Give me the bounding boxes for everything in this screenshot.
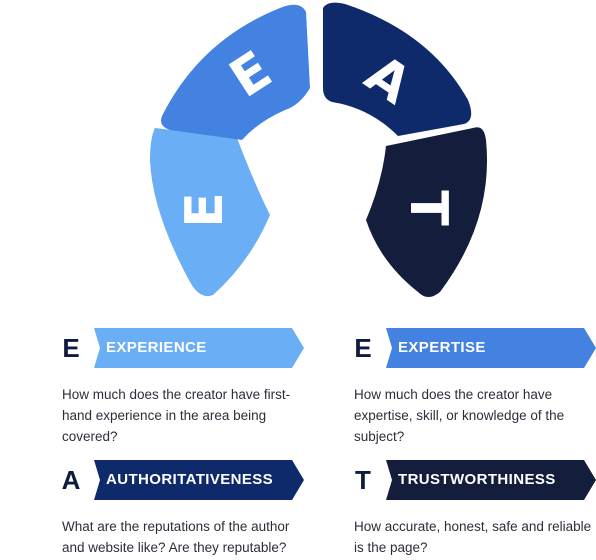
ribbon-expertise <box>378 328 596 368</box>
ribbon-authoritativeness <box>86 460 304 500</box>
description-expertise: How much does the creator have expertise… <box>354 387 565 444</box>
eeat-wheel-diagram: E E A T <box>150 2 488 297</box>
description-authoritativeness: What are the reputations of the author a… <box>62 519 290 555</box>
card-expertise: E EXPERTISE How much does the creator ha… <box>334 328 596 444</box>
card-authoritativeness: A AUTHORITATIVENESS What are the reputat… <box>42 460 322 555</box>
badge-letter-authoritativeness: A <box>61 465 81 495</box>
segment-letter-experience: E <box>175 192 235 228</box>
badge-letter-trustworthiness: T <box>355 465 371 495</box>
wheel-segment-trustworthiness: T <box>366 127 488 297</box>
title-trustworthiness: TRUSTWORTHINESS <box>398 471 556 488</box>
card-experience: E EXPERIENCE How much does the creator h… <box>42 328 322 444</box>
title-experience: EXPERIENCE <box>106 339 207 356</box>
segment-letter-trustworthiness: T <box>398 190 458 226</box>
description-trustworthiness: How accurate, honest, safe and reliable … <box>354 519 592 555</box>
banner-experience: E EXPERIENCE <box>42 328 322 368</box>
ribbon-trustworthiness <box>378 460 596 500</box>
banner-expertise: E EXPERTISE <box>334 328 596 368</box>
wheel-segment-expertise: E <box>161 4 310 140</box>
badge-trustworthiness <box>334 460 392 500</box>
ribbon-experience <box>86 328 304 368</box>
badge-expertise <box>334 328 392 368</box>
title-authoritativeness: AUTHORITATIVENESS <box>106 471 274 488</box>
wheel-segment-experience: E <box>150 128 270 297</box>
banner-trustworthiness: T TRUSTWORTHINESS <box>334 460 596 500</box>
wheel-segment-authoritativeness: A <box>323 2 472 136</box>
card-trustworthiness: T TRUSTWORTHINESS How accurate, honest, … <box>334 460 596 555</box>
badge-letter-expertise: E <box>354 333 372 363</box>
badge-authoritativeness <box>42 460 100 500</box>
banner-authoritativeness: A AUTHORITATIVENESS <box>42 460 322 500</box>
description-experience: How much does the creator have first-han… <box>62 387 291 444</box>
title-expertise: EXPERTISE <box>398 339 486 356</box>
badge-experience <box>42 328 100 368</box>
badge-letter-experience: E <box>62 333 80 363</box>
